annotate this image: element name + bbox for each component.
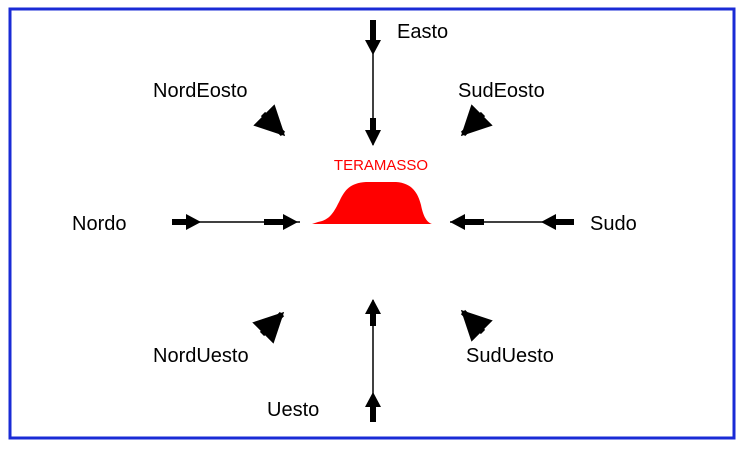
arrow-left-head-1 xyxy=(172,214,201,230)
label-suduesto: SudUesto xyxy=(466,345,554,367)
label-sudo: Sudo xyxy=(590,213,637,235)
arrow-left-head-2 xyxy=(264,214,298,230)
label-uesto: Uesto xyxy=(267,399,319,421)
land-mass xyxy=(312,182,432,224)
label-nordo: Nordo xyxy=(72,213,126,235)
arrow-top xyxy=(365,20,381,146)
arrow-bottom-head-1 xyxy=(365,299,381,326)
arrow-top-right xyxy=(460,104,493,137)
label-norduesto: NordUesto xyxy=(153,345,249,367)
arrow-top-head-2 xyxy=(365,118,381,146)
arrow-bottom-head-2 xyxy=(365,392,381,422)
arrow-right-head-2 xyxy=(541,214,574,230)
arrow-right-head-1 xyxy=(450,214,484,230)
arrow-top-head-1 xyxy=(365,20,381,55)
arrow-left xyxy=(172,214,300,230)
diagram-frame xyxy=(8,7,736,440)
arrow-right xyxy=(450,214,574,230)
label-nordeosto: NordEosto xyxy=(153,80,248,102)
arrow-bottom-left xyxy=(252,311,285,344)
arrow-bottom xyxy=(365,299,381,422)
label-easto: Easto xyxy=(397,21,448,43)
arrow-bottom-right xyxy=(460,309,493,342)
label-sudeosto: SudEosto xyxy=(458,80,545,102)
arrow-top-left xyxy=(253,104,286,137)
center-label: TERAMASSO xyxy=(334,157,428,174)
